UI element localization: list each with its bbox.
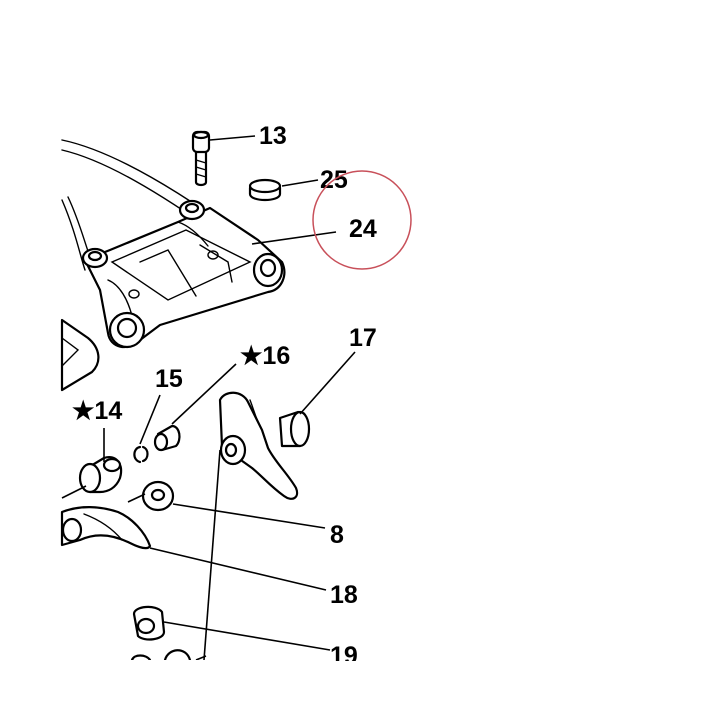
- circlip-part-15: [133, 445, 149, 464]
- callout-13: 13: [259, 122, 287, 150]
- callout-8: 8: [330, 521, 344, 549]
- lever-part-18: [60, 506, 152, 550]
- bushing-part-14: [78, 456, 123, 494]
- clip-part-19: [130, 605, 192, 662]
- callout-24: 24: [349, 215, 377, 243]
- swing-arm-part-24: [81, 199, 286, 349]
- sleeve-part-16: [153, 424, 181, 452]
- leader-lines: [61, 135, 356, 661]
- callout-14: ★14: [72, 397, 122, 425]
- bolt-part-13: [191, 130, 211, 187]
- highlight-circle: [312, 170, 412, 270]
- cam-lever-part-17: [218, 391, 311, 500]
- callout-18: 18: [330, 581, 358, 609]
- cap-part-25: [248, 178, 282, 202]
- callout-17: 17: [349, 324, 377, 352]
- washer-part-8: [141, 480, 175, 512]
- callout-labels: 13 25 24 17 ★16 15 ★14 8 18 19: [72, 122, 377, 670]
- bottom-crop-top: [0, 661, 720, 720]
- callout-16: ★16: [240, 342, 290, 370]
- callout-15: 15: [155, 365, 183, 393]
- side-bracket: [60, 318, 100, 392]
